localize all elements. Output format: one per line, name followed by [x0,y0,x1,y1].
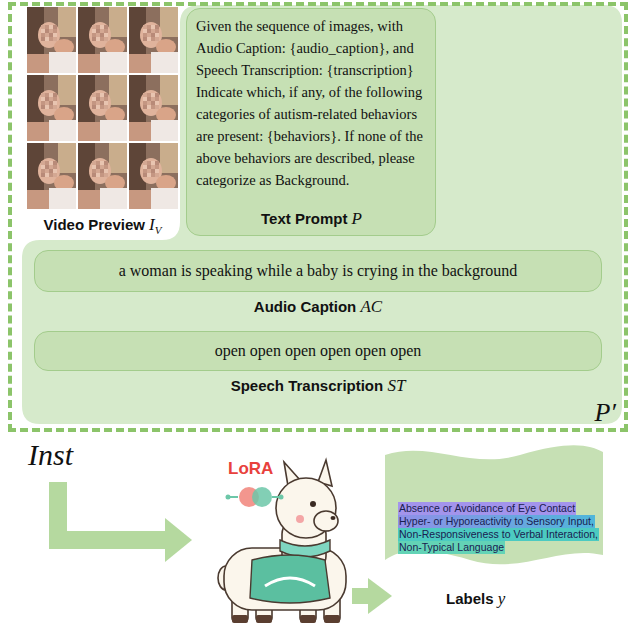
lora-label: LoRA [228,459,273,479]
prompt-text: Given the sequence of images, with Audio… [196,15,427,191]
heading-word: Audio Caption [254,298,361,315]
heading-word: Text Prompt [261,210,352,227]
caption-text: a woman is speaking while a baby is cryi… [109,262,528,280]
box-heading: Audio Caption AC [35,297,601,317]
label-line: Hyper- or Hyporeactivity to Sensory Inpu… [398,515,595,528]
math-symbol: I [149,215,155,234]
transcription-text: open open open open open open [205,342,432,360]
heading-word: Speech Transcription [231,377,388,394]
heading-word: Video Preview [43,216,149,233]
llama-model: LoRA [212,455,352,627]
video-preview: Video Preview IV [27,7,178,209]
math-symbol: AC [360,297,382,316]
dashed-frame: P′Video Preview IVGiven the sequence of … [8,2,628,432]
heading-word: Labels [446,590,498,607]
math-symbol: y [498,589,506,608]
box-heading: Video Preview IV [27,215,178,236]
prompt-box: Given the sequence of images, with Audio… [186,8,436,236]
math-symbol: P [352,209,362,228]
labels-banner: Absence or Avoidance of Eye ContactHyper… [392,446,603,611]
label-line: Non-Typical Language [398,541,505,554]
math-subscript: V [155,224,162,236]
instruction-label: Inst [28,438,73,472]
frame-label: P′ [594,398,616,428]
label-line: Absence or Avoidance of Eye Contact [398,502,576,515]
label-line: Non-Responsiveness to Verbal Interaction… [398,528,599,541]
transcription-box: open open open open open openSpeech Tran… [34,331,602,371]
flow-arrow [352,588,368,604]
box-heading: Text Prompt P [196,209,427,229]
box-heading: Labels y [398,589,603,609]
box-heading: Speech Transcription ST [35,376,601,396]
math-symbol: ST [387,376,405,395]
caption-box: a woman is speaking while a baby is cryi… [34,250,602,292]
